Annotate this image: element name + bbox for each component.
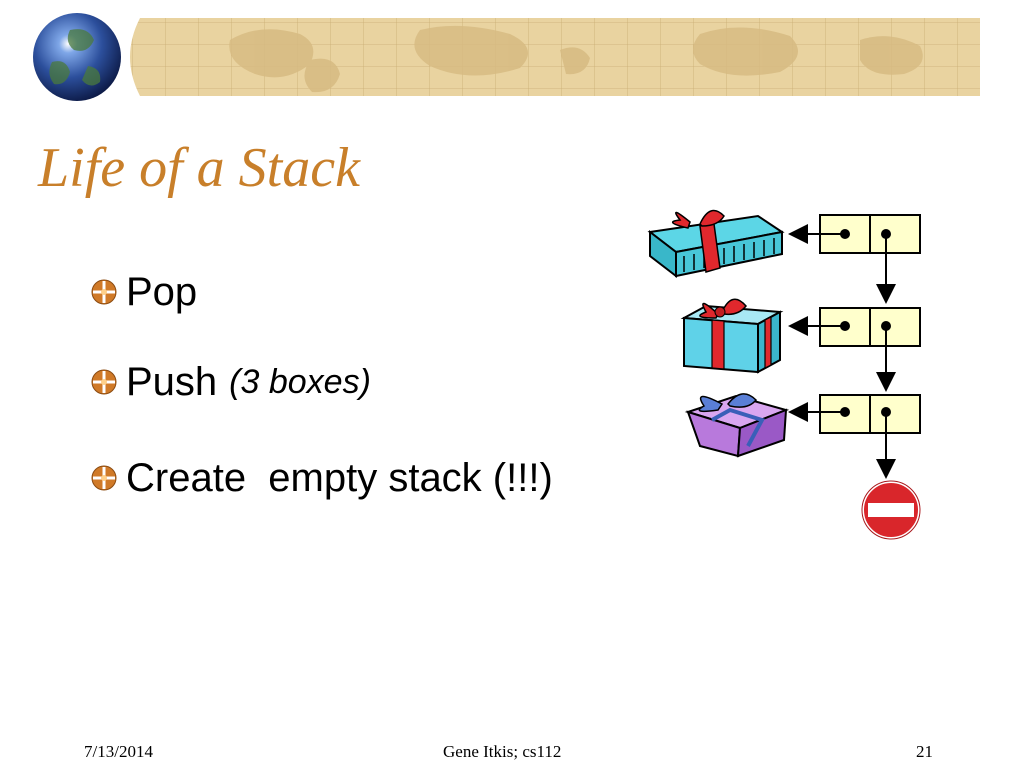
- bullet-marker-icon: [91, 279, 117, 305]
- footer-date: 7/13/2014: [84, 742, 153, 761]
- gift-box-blue-icon: [680, 298, 784, 374]
- bullet-note: (3 boxes): [229, 362, 371, 401]
- header-banner: [33, 13, 980, 101]
- gift-box-purple-icon: [684, 393, 790, 458]
- bullet-create-empty-stack: Create empty stack (!!!): [90, 454, 553, 502]
- bullet-pop: Pop: [90, 268, 197, 316]
- gift-flat-box-icon: [647, 209, 785, 279]
- bullet-marker-icon: [91, 369, 117, 395]
- stack-node: [819, 394, 921, 434]
- bullet-push: Push (3 boxes): [90, 358, 371, 406]
- bullet-marker-icon: [91, 465, 117, 491]
- footer-author: Gene Itkis; cs112: [443, 742, 562, 761]
- bullet-text: Pop: [126, 269, 198, 314]
- slide-title: Life of a Stack: [38, 137, 360, 199]
- bullet-text: Create empty stack (!!!): [126, 455, 553, 500]
- footer-page-number: 21: [916, 742, 933, 761]
- globe-icon: [33, 13, 121, 101]
- bullet-text: Push: [126, 359, 218, 404]
- no-entry-icon: [861, 480, 921, 540]
